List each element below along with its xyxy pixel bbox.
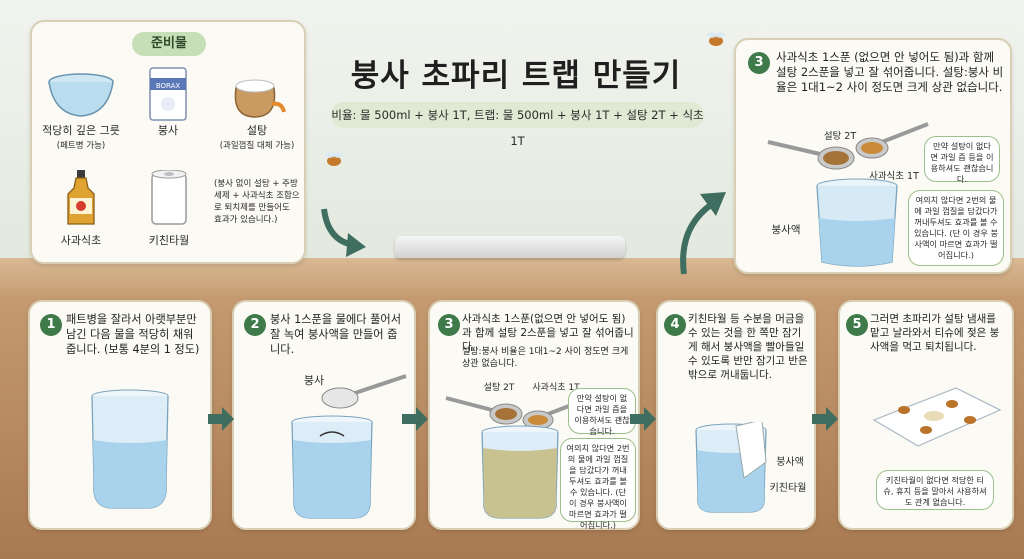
step-card-2: 2 붕사 1스푼을 물에다 풀어서 잘 녹여 붕사액을 만들어 줍니다. 붕사 bbox=[232, 300, 416, 530]
sugar-note: (과일껍질 대체 가능) bbox=[219, 141, 295, 151]
trap-cup-icon bbox=[816, 178, 898, 267]
spoon-icon bbox=[321, 374, 407, 409]
vinegar-label: 사과식초 bbox=[60, 234, 102, 247]
step3-note-1: 만약 설탕이 없다면 과일 즙을 이용하셔도 괜찮습니다. bbox=[568, 388, 636, 436]
borax-box-text: BORAX bbox=[155, 82, 181, 90]
sink bbox=[395, 236, 625, 258]
step4-towel-label: 키친타월 bbox=[769, 483, 807, 494]
next-arrow-icon bbox=[630, 407, 656, 431]
curved-arrow-icon bbox=[680, 192, 726, 275]
top-step-text: 사과식초 1스푼 (없으면 안 넣어도 됨)과 함께 설탕 2스푼을 넣고 잘 … bbox=[776, 50, 1004, 94]
sugar-label: 설탕 bbox=[246, 124, 268, 137]
borax-spoon-label: 붕사 bbox=[303, 374, 325, 387]
trap-cup-icon bbox=[695, 422, 767, 513]
top-step-card: 3 사과식초 1스푼 (없으면 안 넣어도 됨)과 함께 설탕 2스푼을 넣고 … bbox=[734, 38, 1012, 274]
tissue-with-flies-icon bbox=[872, 387, 1002, 447]
step-subtext-3: 설탕:붕사 비율은 1대1~2 사이 정도면 크게 상관 없습니다. bbox=[462, 347, 629, 369]
step-text-1: 패트병을 잘라서 아랫부분만 남긴 다음 물을 적당히 채워줍니다. (보통 4… bbox=[66, 313, 200, 356]
step-number-2: 2 bbox=[244, 314, 266, 336]
alternative-note: (붕사 없이 설탕 + 주방세제 + 사과식초 조합으로 퇴치제를 만들어도 효… bbox=[214, 179, 300, 225]
step-number-3: 3 bbox=[438, 314, 460, 336]
trap-cup-icon bbox=[481, 425, 559, 519]
bowl-label: 적당히 깊은 그릇 bbox=[42, 124, 120, 137]
top-note-1: 만약 설탕이 없다면 과일 즙 등을 이용하셔도 괜찮습니다. bbox=[924, 136, 1000, 184]
next-arrow-icon bbox=[812, 407, 838, 431]
top-sugar-label: 설탕 2T bbox=[823, 131, 857, 142]
kitchen-towel-icon bbox=[151, 170, 187, 225]
step5-note: 키친타월이 없다면 적당한 티슈, 휴지 등을 말아서 사용하셔도 관계 없습니… bbox=[876, 470, 994, 510]
spoon-icon bbox=[855, 122, 929, 159]
step3-note-2: 여의치 않다면 2번의 물에 과일 껍질을 담갔다가 꺼내두셔도 효과를 볼 수… bbox=[560, 438, 636, 530]
trap-cup-icon bbox=[291, 415, 373, 519]
ratio-banner: 비율: 물 500ml + 붕사 1T, 트랩: 물 500ml + 붕사 1T… bbox=[331, 102, 704, 148]
vinegar-bottle-icon bbox=[67, 170, 95, 225]
top-step-number: 3 bbox=[748, 52, 770, 74]
step4-liquid-label: 붕사액 bbox=[776, 457, 804, 468]
towel-label: 키친타월 bbox=[148, 234, 190, 247]
step-card-3: 3 사과식초 1스푼(없으면 안 넣어도 됨)과 함께 설탕 2스푼을 넣고 잘… bbox=[428, 300, 640, 530]
page-title: 붕사 초파리 트랩 만들기 bbox=[350, 58, 682, 94]
sugar-bag-icon bbox=[234, 79, 286, 118]
step3-sugar-label: 설탕 2T bbox=[483, 383, 515, 393]
step-text-5: 그러면 초파리가 설탕 냄새를 맡고 날라와서 티슈에 젖은 붕사액을 먹고 퇴… bbox=[870, 313, 1000, 353]
cut-bottle-icon bbox=[91, 389, 169, 509]
top-liquid-label: 붕사액 bbox=[771, 224, 801, 236]
next-arrow-icon bbox=[402, 407, 428, 431]
step-number-1: 1 bbox=[40, 314, 62, 336]
top-note-2: 여의치 않다면 2번의 물에 과일 껍질을 담갔다가 꺼내두셔도 효과를 볼 수… bbox=[908, 190, 1004, 266]
bowl-icon bbox=[48, 73, 114, 117]
borax-box-icon bbox=[149, 67, 187, 121]
bowl-note: (페트병 가능) bbox=[56, 141, 106, 151]
spoon-icon bbox=[767, 140, 855, 170]
step-number-4: 4 bbox=[664, 314, 686, 336]
step-card-1: 1 패트병을 잘라서 아랫부분만 남긴 다음 물을 적당히 채워줍니다. (보통… bbox=[28, 300, 212, 530]
top-vinegar-label: 사과식초 1T bbox=[869, 171, 919, 182]
curved-arrow-icon bbox=[321, 208, 366, 257]
step-text-3: 사과식초 1스푼(없으면 안 넣어도 됨)과 함께 설탕 2스푼을 넣고 잘 섞… bbox=[462, 313, 634, 353]
step-card-4: 4 키친타월 등 수분을 머금을 수 있는 것을 한 쪽만 잠기게 해서 붕사액… bbox=[656, 300, 816, 530]
supplies-card: 준비물 적당히 깊은 그릇 (페트병 가능) BORAX 붕사 설탕 (과일껍질… bbox=[30, 20, 306, 264]
step-number-5: 5 bbox=[846, 314, 868, 336]
fruit-fly-icon bbox=[707, 32, 725, 46]
step-text-4: 키친타월 등 수분을 머금을 수 있는 것을 한 쪽만 잠기게 해서 붕사액을 … bbox=[688, 313, 808, 381]
step-card-5: 5 그러면 초파리가 설탕 냄새를 맡고 날라와서 티슈에 젖은 붕사액을 먹고… bbox=[838, 300, 1014, 530]
borax-label: 붕사 bbox=[157, 124, 179, 137]
step-text-2: 붕사 1스푼을 물에다 풀어서 잘 녹여 붕사액을 만들어 줍니다. bbox=[270, 313, 402, 356]
fruit-fly-icon bbox=[325, 152, 343, 166]
next-arrow-icon bbox=[208, 407, 234, 431]
spoon-icon bbox=[445, 396, 523, 425]
step3-vinegar-label: 사과식초 1T bbox=[532, 383, 580, 393]
supplies-header: 준비물 bbox=[132, 32, 206, 56]
